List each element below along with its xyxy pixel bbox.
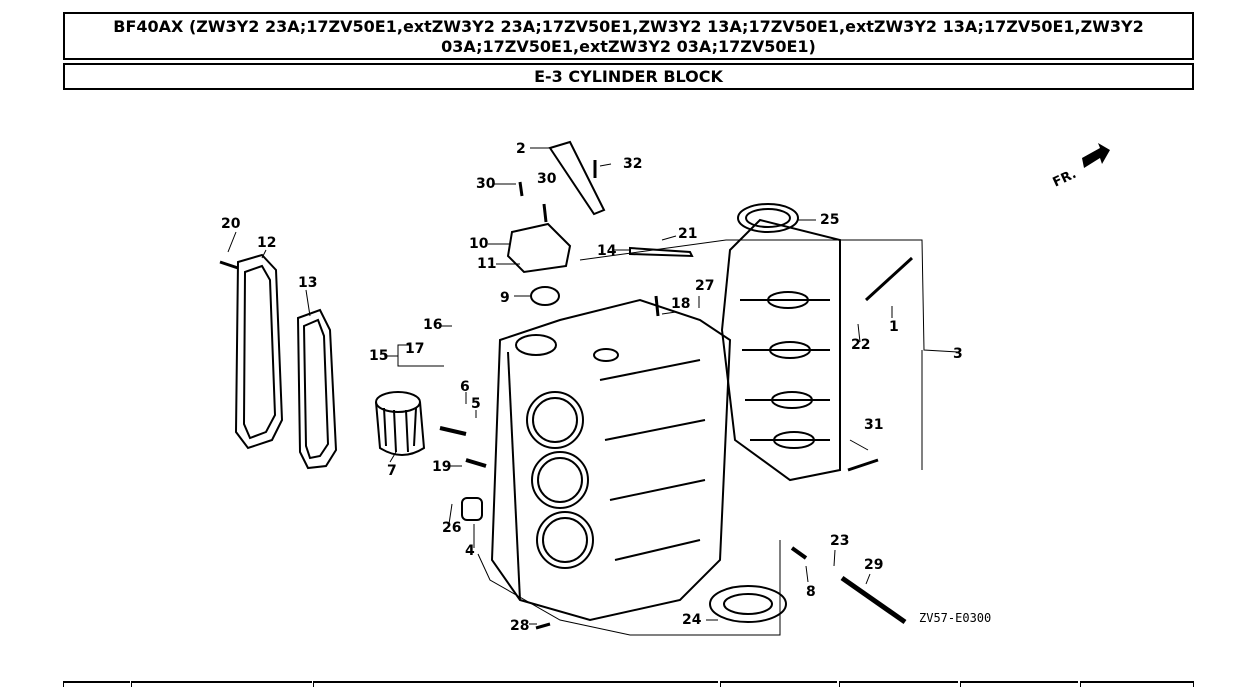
model-line-1: BF40AX (ZW3Y2 23A;17ZV50E1,extZW3Y2 23A;… bbox=[113, 17, 1144, 36]
callout-21: 21 bbox=[678, 226, 697, 242]
callout-13: 13 bbox=[298, 275, 317, 291]
callout-3: 3 bbox=[953, 346, 963, 362]
model-line-2: 03A;17ZV50E1,extZW3Y2 03A;17ZV50E1) bbox=[441, 37, 816, 56]
table-header-cell bbox=[720, 681, 837, 687]
callout-27: 27 bbox=[695, 278, 714, 294]
callout-2: 2 bbox=[516, 141, 526, 157]
cylinder-block bbox=[490, 298, 732, 622]
bracket-2 bbox=[548, 140, 606, 216]
callout-16: 16 bbox=[423, 317, 442, 333]
callout-20: 20 bbox=[221, 216, 241, 232]
callout-15: 15 bbox=[369, 348, 388, 364]
table-header-cell bbox=[839, 681, 958, 687]
oil-seal-25 bbox=[737, 203, 799, 233]
callout-5: 5 bbox=[471, 396, 481, 412]
table-header-cell bbox=[63, 681, 130, 687]
callout-12: 12 bbox=[257, 235, 276, 251]
callout-29: 29 bbox=[864, 557, 883, 573]
callout-32: 32 bbox=[623, 156, 642, 172]
callout-23: 23 bbox=[830, 533, 849, 549]
section-title: E-3 CYLINDER BLOCK bbox=[63, 63, 1194, 90]
table-header-cell bbox=[1080, 681, 1194, 687]
callout-26: 26 bbox=[442, 520, 461, 536]
callout-11: 11 bbox=[477, 256, 496, 272]
model-header: BF40AX (ZW3Y2 23A;17ZV50E1,extZW3Y2 23A;… bbox=[63, 12, 1194, 60]
gasket-12 bbox=[234, 253, 284, 450]
callout-24: 24 bbox=[682, 612, 702, 628]
table-header-row bbox=[63, 681, 1194, 687]
oil-filter-7 bbox=[375, 401, 426, 456]
crankcase bbox=[720, 218, 841, 482]
callout-30b: 30 bbox=[537, 171, 557, 187]
drawing-code: ZV57-E0300 bbox=[919, 611, 991, 625]
callout-25: 25 bbox=[820, 212, 839, 228]
bearing-24 bbox=[709, 585, 787, 623]
callout-9: 9 bbox=[500, 290, 510, 306]
callout-8: 8 bbox=[806, 584, 816, 600]
cylinder-block-diagram: FR. 1 2 3 4 5 6 7 8 9 10 11 12 13 14 15 … bbox=[219, 140, 1110, 636]
callout-6: 6 bbox=[460, 379, 470, 395]
callout-18: 18 bbox=[671, 296, 690, 312]
table-header-cell bbox=[960, 681, 1078, 687]
callout-19: 19 bbox=[432, 459, 451, 475]
callout-30a: 30 bbox=[476, 176, 496, 192]
callout-10: 10 bbox=[469, 236, 489, 252]
callout-31: 31 bbox=[864, 417, 883, 433]
callout-22: 22 bbox=[851, 337, 870, 353]
thermostat-cover bbox=[506, 222, 572, 274]
front-indicator-label: FR. bbox=[1051, 167, 1079, 191]
callout-28: 28 bbox=[510, 618, 529, 634]
callout-14: 14 bbox=[597, 243, 617, 259]
callout-7: 7 bbox=[387, 463, 397, 479]
table-header-cell bbox=[313, 681, 718, 687]
callout-4: 4 bbox=[465, 543, 475, 559]
callout-numbers: 1 2 3 4 5 6 7 8 9 10 11 12 13 14 15 16 1… bbox=[221, 141, 963, 634]
callout-1: 1 bbox=[889, 319, 899, 335]
hose-29 bbox=[840, 575, 907, 625]
callout-17: 17 bbox=[405, 341, 424, 357]
front-arrow-icon: FR. bbox=[1051, 143, 1110, 190]
table-header-cell bbox=[131, 681, 312, 687]
gasket-13 bbox=[296, 308, 338, 470]
